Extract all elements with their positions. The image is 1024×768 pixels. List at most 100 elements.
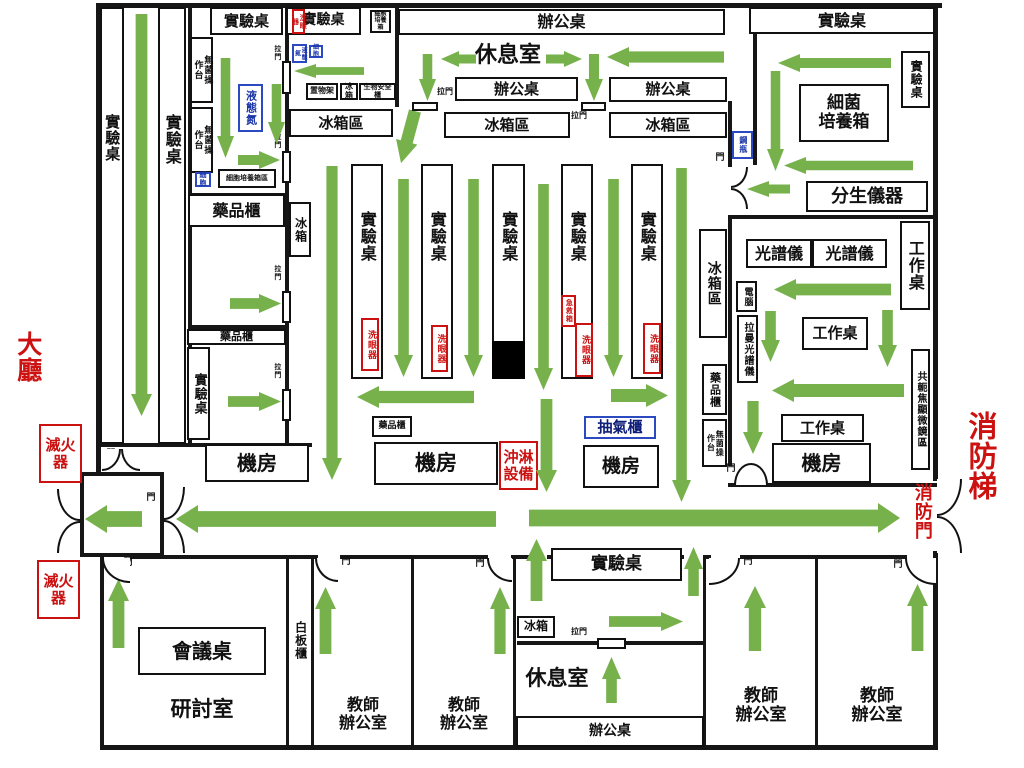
route-arrow-up	[490, 587, 510, 654]
rest-area-bottom: 休息室	[525, 665, 589, 690]
teacher-office-1: 教師 辦公室	[338, 694, 387, 732]
wall	[160, 472, 164, 557]
route-arrow-up	[602, 657, 621, 703]
route-arrow-down	[390, 108, 425, 166]
sterile-workbench-1: 無菌操 作台	[190, 37, 213, 103]
route-arrow-left	[85, 505, 142, 533]
route-arrow-up	[108, 579, 129, 648]
fridge-bottom: 冰箱	[517, 616, 555, 638]
wall	[517, 641, 603, 645]
wall	[753, 33, 757, 165]
eyewash-c2: 洗眼器	[431, 325, 448, 372]
sterile-workbench-right: 無菌操 作台	[702, 419, 727, 467]
door-swing-arc	[731, 188, 748, 209]
wall	[728, 101, 732, 167]
route-arrow-up	[315, 587, 336, 654]
wall	[100, 555, 104, 750]
route-arrow-left	[294, 64, 364, 78]
sliding-door	[282, 389, 291, 421]
wall	[933, 551, 938, 750]
door-swing-arc	[751, 463, 768, 485]
teacher-office-2: 教師 辦公室	[439, 694, 488, 732]
whiteboard-cabinet: 白板櫃	[293, 621, 308, 660]
route-arrow-down	[743, 401, 763, 454]
sliding-door	[282, 291, 291, 323]
wall	[513, 557, 516, 747]
route-arrow-down	[131, 14, 152, 416]
fridge-area-1: 冰箱區	[289, 109, 393, 137]
wall	[80, 472, 164, 476]
shower-equipment: 沖淋 設備	[499, 441, 538, 490]
route-arrow-down	[394, 179, 413, 377]
rest-area-top: 休息室	[474, 43, 541, 69]
door-label: 門	[146, 493, 156, 504]
wall	[130, 555, 318, 559]
route-arrow-down	[536, 399, 557, 492]
teacher-office-3: 教師 辦公室	[735, 686, 787, 725]
fridge-small-top: 冰箱	[340, 82, 358, 100]
wall	[703, 557, 706, 747]
door-label: 門	[726, 464, 736, 475]
wall	[80, 553, 164, 557]
slide-door-label: 拉門	[273, 45, 282, 61]
biosafety-cabinet: 生物安全櫃	[359, 83, 396, 100]
teacher-office-4: 教師 辦公室	[851, 686, 903, 725]
machine-room-center: 機房	[374, 442, 498, 485]
route-arrow-down	[672, 168, 691, 502]
confocal-microscope-area: 共軛焦顯微鏡區	[911, 349, 930, 470]
wall	[96, 443, 101, 476]
wall	[286, 557, 289, 747]
black-block	[492, 341, 525, 379]
fridge-tall: 冰箱	[289, 202, 311, 257]
fridge-area-3: 冰箱區	[609, 112, 727, 138]
door-label: 門	[715, 153, 725, 164]
spectrometer-2: 光譜儀	[812, 239, 887, 268]
fridge-area-right: 冰箱區	[699, 229, 727, 338]
door-swing-arc	[164, 520, 185, 553]
meeting-table: 會議桌	[138, 627, 266, 675]
route-arrow-down	[767, 71, 784, 171]
cell-incubator-small: 細胞 培養箱	[370, 10, 391, 33]
wall	[728, 483, 937, 487]
route-arrow-down	[534, 184, 553, 390]
route-arrow-down	[604, 179, 623, 377]
machine-room-left: 機房	[205, 444, 309, 482]
medicine-cabinet-1: 藥品櫃	[188, 194, 285, 227]
wall	[728, 215, 938, 219]
first-aid-kit: 急救箱	[561, 295, 576, 327]
route-arrow-up	[907, 584, 928, 651]
cell-incubator-area: 細胞培養箱區	[218, 169, 276, 188]
route-arrow-left	[607, 47, 724, 67]
route-arrow-down	[419, 54, 436, 101]
fire-extinguisher-1: 滅火 器	[39, 424, 82, 483]
lab-bench-tr-right: 實驗桌	[901, 51, 930, 108]
raman-spectrometer: 拉曼光譜儀	[737, 315, 758, 383]
route-arrow-right	[611, 384, 668, 407]
sliding-door	[581, 102, 606, 111]
route-arrow-down	[878, 310, 897, 367]
route-arrow-up	[744, 586, 766, 651]
wall	[623, 641, 705, 645]
eyewash-station-top: 洗眼器	[292, 9, 307, 34]
work-desk-lower: 工作桌	[781, 414, 864, 442]
sliding-door	[282, 61, 291, 94]
route-arrow-right	[238, 151, 280, 169]
work-desk-right: 工作桌	[900, 221, 930, 310]
fridge-area-2: 冰箱區	[444, 112, 570, 138]
molecular-bio-equipment: 分生儀器	[806, 181, 928, 212]
slide-door-label: 拉門	[273, 363, 282, 379]
door-swing-arc	[102, 449, 121, 471]
route-arrow-right	[529, 503, 900, 533]
door-swing-arc	[164, 487, 185, 520]
wall	[340, 555, 488, 559]
door-swing-arc	[905, 558, 936, 585]
slide-door-label: 拉門	[273, 133, 282, 149]
sliding-door	[412, 102, 438, 111]
route-arrow-up	[684, 547, 703, 596]
route-arrow-down	[322, 166, 342, 480]
route-arrow-right	[609, 612, 683, 631]
wall	[96, 3, 942, 8]
wall	[511, 555, 531, 559]
door-swing-arc	[937, 516, 962, 553]
